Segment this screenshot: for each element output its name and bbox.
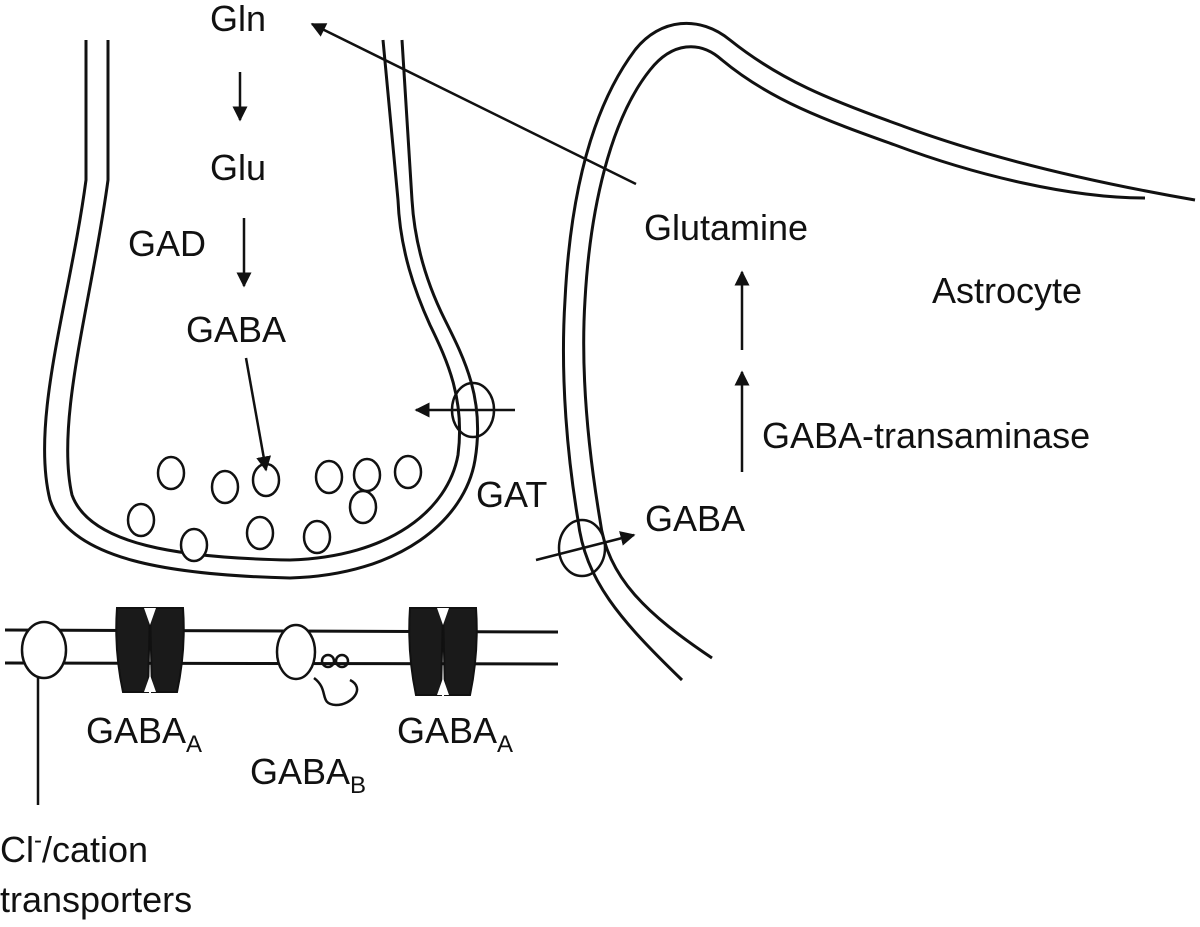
- g-protein-subunit-2: [334, 653, 350, 669]
- label-cl-cation: Cl-/cation: [0, 827, 148, 870]
- pathway-arrows: [232, 22, 750, 562]
- astrocyte-cell: [561, 21, 1196, 682]
- arrow-gaba-to-vesicle: [244, 357, 272, 472]
- label-gaba-astrocyte: GABA: [645, 498, 745, 539]
- label-gaba-neuron: GABA: [186, 309, 286, 350]
- label-gaba-transaminase: GABA-transaminase: [762, 415, 1090, 456]
- astrocyte-membrane-inner: [582, 45, 1146, 660]
- gaba-a-receptor-right: [408, 607, 478, 696]
- vesicle: [302, 519, 332, 555]
- presynaptic-membrane-inner: [66, 39, 462, 562]
- label-glu: Glu: [210, 147, 266, 188]
- presynaptic-membrane-outer: [43, 39, 480, 580]
- gaba-b-receptor-body: [275, 623, 317, 681]
- vesicle: [348, 489, 378, 525]
- label-gaba-b: GABAB: [250, 751, 366, 799]
- label-glutamine: Glutamine: [644, 207, 808, 248]
- g-protein-subunit-1: [320, 653, 336, 669]
- gaba-a-right-pore-bottom: [437, 678, 449, 695]
- vesicle: [179, 527, 209, 563]
- gaba-a-left-pore-bottom: [144, 675, 156, 692]
- astrocyte-membrane-outer: [561, 21, 1196, 682]
- cl-cation-transporter: [20, 620, 68, 680]
- arrow-glutamine-to-gln: [310, 22, 637, 186]
- vesicle: [245, 515, 275, 551]
- gat-transporter-astrocyte: [557, 518, 607, 578]
- label-gaba-a-left: GABAA: [86, 710, 202, 758]
- label-transporters: transporters: [0, 879, 192, 920]
- arrow-gat-uptake-astrocyte: [535, 531, 636, 562]
- label-gad: GAD: [128, 223, 206, 264]
- vesicle: [210, 469, 240, 505]
- gaba-b-receptor: [275, 623, 359, 707]
- vesicle: [314, 459, 344, 495]
- gaba-a-receptor-left: [115, 607, 185, 693]
- postsynaptic-proteins: [20, 607, 478, 805]
- gaba-a-left-subunit-1: [115, 607, 152, 693]
- synaptic-vesicles: [126, 454, 423, 563]
- vesicle: [393, 454, 423, 490]
- gaba-a-right-pore: [437, 608, 449, 625]
- label-gln: Gln: [210, 0, 266, 39]
- labels: Gln Glu GAD GABA Glutamine Astrocyte GAB…: [0, 0, 1090, 920]
- label-gat: GAT: [476, 474, 547, 515]
- label-astrocyte: Astrocyte: [932, 270, 1082, 311]
- vesicle: [126, 502, 156, 538]
- gaba-a-left-pore: [144, 608, 156, 625]
- label-gaba-a-right: GABAA: [397, 710, 513, 758]
- gaba-a-right-subunit-1: [408, 607, 445, 696]
- gaba-a-left-subunit-2: [148, 607, 185, 693]
- vesicle: [352, 457, 382, 493]
- gaba-a-right-subunit-2: [441, 607, 478, 696]
- g-protein-tail: [313, 677, 359, 707]
- presynaptic-terminal: [43, 39, 480, 580]
- vesicle: [156, 455, 186, 491]
